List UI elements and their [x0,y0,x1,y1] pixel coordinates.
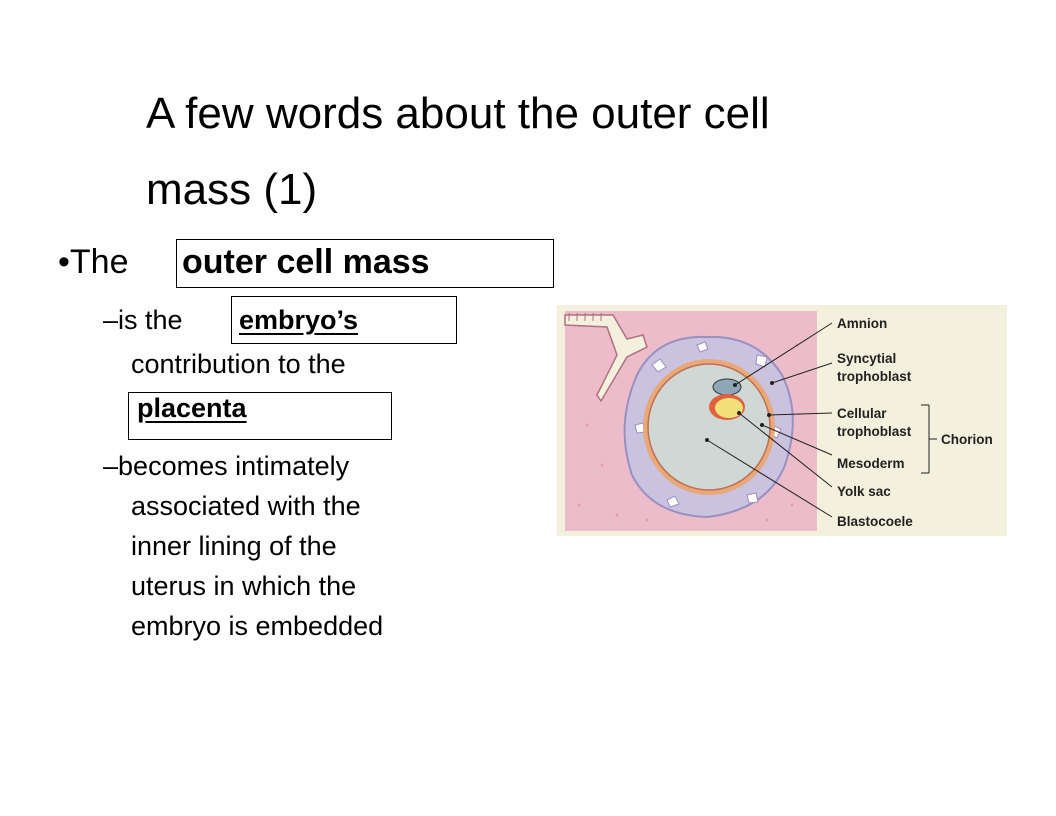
leader-dots [705,381,774,442]
bullet-term: outer cell mass [182,243,430,281]
sub-bullet-2-line-1: –becomes intimately [103,450,349,482]
sub-bullet-1-prefix: is the [118,305,183,335]
term-highlight-box [176,239,554,288]
slide-title: A few words about the outer cell mass (1… [146,76,946,228]
label-cellular-1: Cellular [837,406,887,421]
sub-bullet-1-line-1: –is the embryo’s [103,304,358,336]
main-bullet: •The outer cell mass [58,242,430,282]
blastocoele [647,363,771,491]
label-blastocoele: Blastocoele [837,514,913,529]
tissue-speckles [577,343,799,522]
bullet-lead: The [69,243,129,281]
label-syncytial-2: trophoblast [837,369,912,384]
sub-bullet-2-line-4: uterus in which the [131,571,357,601]
label-syncytial-1: Syncytial [837,351,896,366]
sub-bullet-2-text: becomes intimately [118,451,350,481]
embryo-highlight-box [231,296,457,344]
embryo-term: embryo’s [239,305,359,335]
amniotic-cavity [712,378,742,396]
title-line-1: A few words about the outer cell [146,89,770,138]
epithelium-cells [568,313,602,321]
sub-bullet-1-line-2: contribution to the [131,349,346,379]
placenta-term: placenta [137,393,247,423]
leader-lines [706,322,937,518]
label-cellular-2: trophoblast [837,424,912,439]
label-chorion: Chorion [941,432,993,447]
sub-bullet-2-line-5: embryo is embedded [131,611,384,641]
sub-bullet-2-line-2: associated with the [131,491,361,521]
bullet-marker: • [58,243,70,281]
title-line-2: mass (1) [146,165,318,214]
label-amnion: Amnion [837,316,887,331]
label-mesoderm: Mesoderm [837,456,905,471]
sub-bullet-2-line-3: inner lining of the [131,531,337,561]
blastocyst-implantation-figure: Amnion Syncytial trophoblast Cellular tr… [557,305,1007,536]
lacunae [634,341,782,508]
yolk-sac-shape [715,398,743,418]
sub-bullet-1-dash: – [103,305,119,335]
uterine-lumen [564,314,648,403]
placenta-highlight-box [128,392,392,440]
label-yolk-sac: Yolk sac [837,484,891,499]
sub-bullet-2-dash: – [103,451,119,481]
